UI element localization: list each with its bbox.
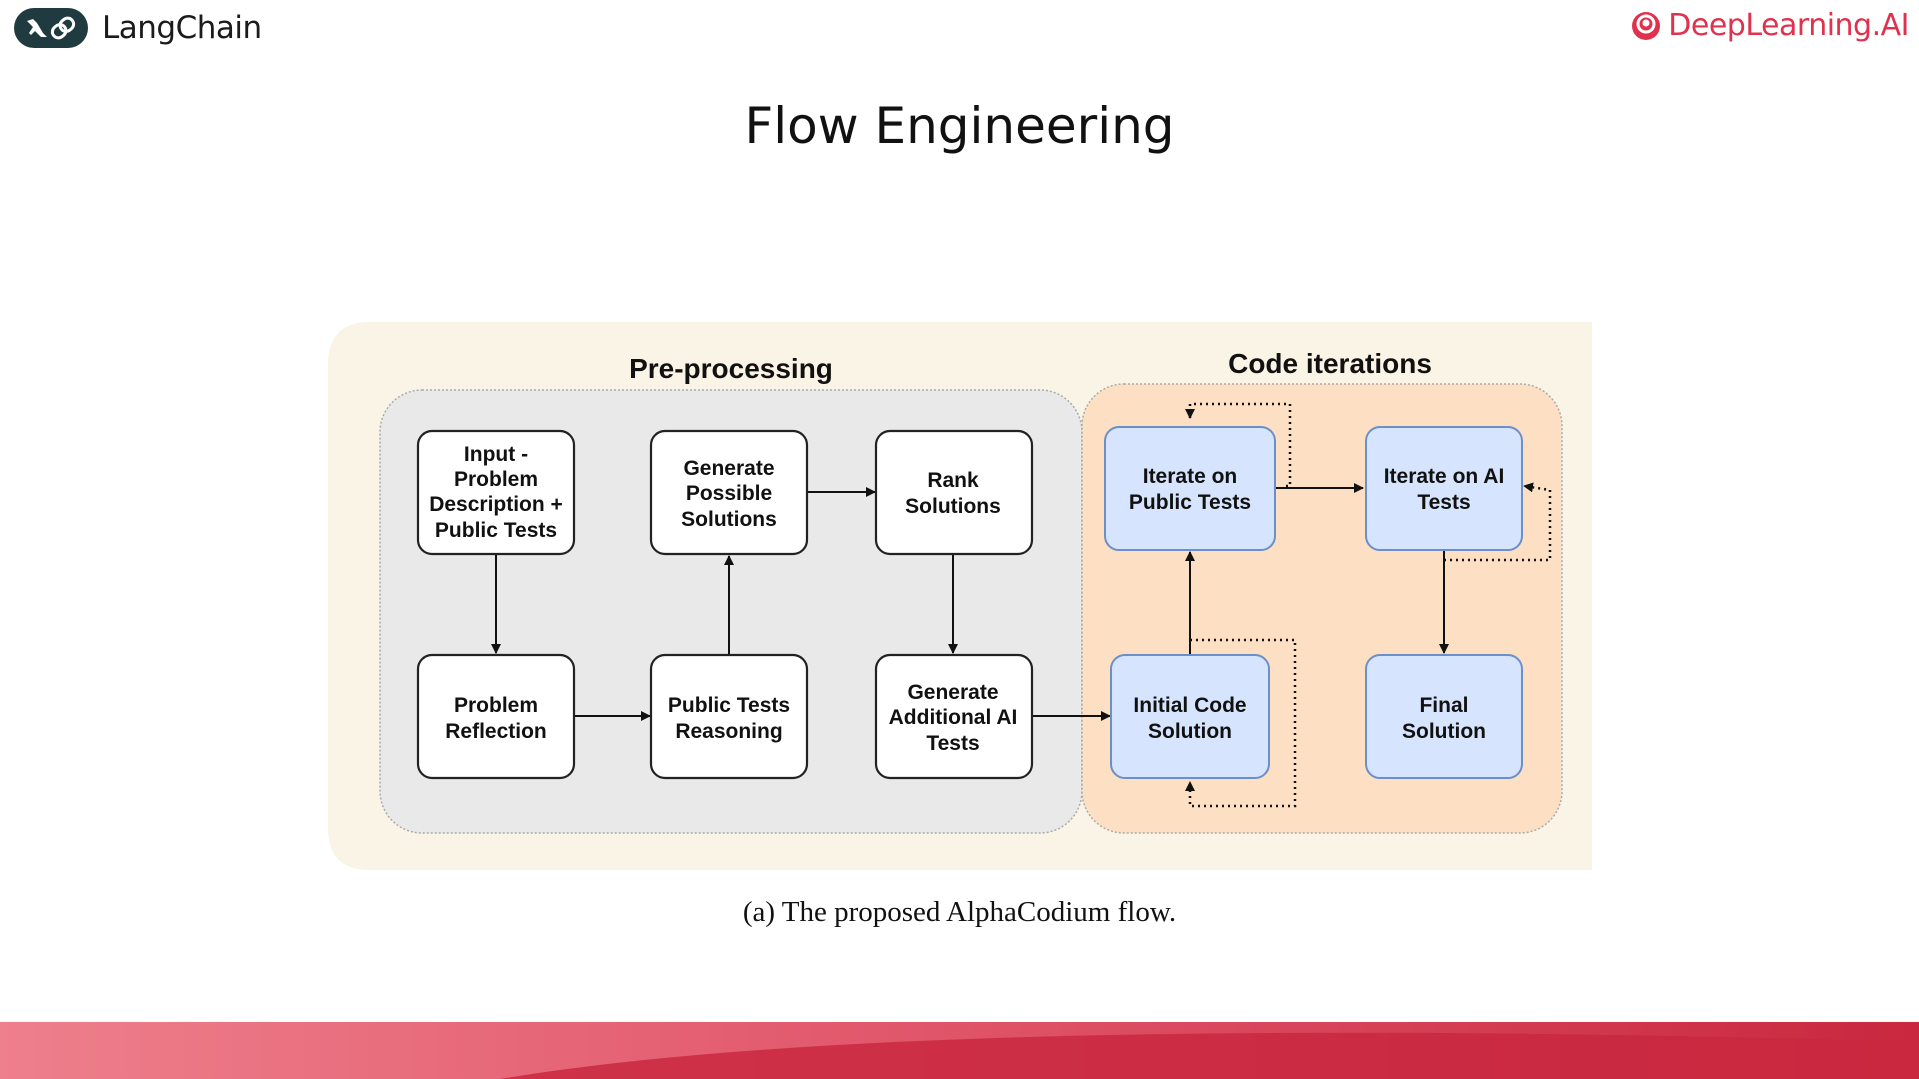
node-iterate-public-line1: Iterate on [1143, 465, 1238, 488]
node-generate-solutions-line2: Possible [686, 482, 772, 505]
node-rank [874, 429, 1034, 556]
node-iterate-public-line2: Public Tests [1129, 491, 1251, 514]
node-generate-solutions-line1: Generate [683, 457, 774, 480]
node-iterate-public-label: Iterate on Public Tests [1129, 465, 1251, 514]
node-reflection-line1: Problem [454, 694, 538, 717]
node-input [416, 429, 576, 556]
node-rank-line1: Rank [927, 469, 979, 492]
loop-iterate-public [1185, 402, 1292, 488]
node-generate-ai-tests-line3: Tests [926, 732, 979, 755]
node-initial-code-line2: Solution [1148, 720, 1232, 743]
node-iterate-ai [1365, 426, 1523, 551]
slide-title: Flow Engineering [744, 97, 1175, 155]
node-final-line1: Final [1419, 694, 1468, 717]
node-iterate-ai-label: Iterate on AI Tests [1384, 465, 1505, 514]
footer-wave-band [0, 1022, 1919, 1079]
loop-initial-code [1185, 638, 1297, 808]
node-iterate-ai-line2: Tests [1417, 491, 1470, 514]
node-reflection-line2: Reflection [445, 720, 547, 743]
langchain-badge-icon [14, 8, 88, 48]
figure-caption: (a) The proposed AlphaCodium flow. [742, 896, 1177, 928]
node-input-line2: Problem [454, 468, 538, 491]
node-reflection [416, 653, 576, 780]
deeplearning-logo-text: DeepLearning.AI [1668, 8, 1909, 43]
node-final [1365, 654, 1523, 779]
deeplearning-logo: DeepLearning.AI [1630, 8, 1909, 43]
node-initial-code-line1: Initial Code [1133, 694, 1246, 717]
code-iterations-label: Code iterations [1228, 348, 1432, 379]
langchain-logo-text: LangChain [102, 10, 262, 46]
langchain-logo: LangChain [14, 8, 262, 48]
node-input-line1: Input - [464, 443, 528, 466]
node-public-reasoning-line1: Public Tests [668, 694, 790, 717]
node-generate-solutions [649, 429, 809, 556]
node-input-line3: Description + [429, 493, 563, 516]
node-generate-solutions-line3: Solutions [681, 508, 777, 531]
node-initial-code [1110, 654, 1270, 779]
node-final-line2: Solution [1402, 720, 1486, 743]
node-public-reasoning [649, 653, 809, 780]
node-generate-ai-tests-line2: Additional AI [889, 706, 1018, 729]
preprocessing-label: Pre-processing [629, 353, 833, 384]
node-public-reasoning-line2: Reasoning [675, 720, 782, 743]
node-iterate-ai-line1: Iterate on AI [1384, 465, 1505, 488]
deeplearning-circle-icon [1632, 11, 1661, 40]
node-input-line4: Public Tests [435, 519, 557, 542]
node-generate-ai-tests-line1: Generate [907, 681, 998, 704]
node-generate-ai-tests [874, 653, 1034, 780]
node-iterate-public [1104, 426, 1276, 551]
node-rank-line2: Solutions [905, 495, 1001, 518]
